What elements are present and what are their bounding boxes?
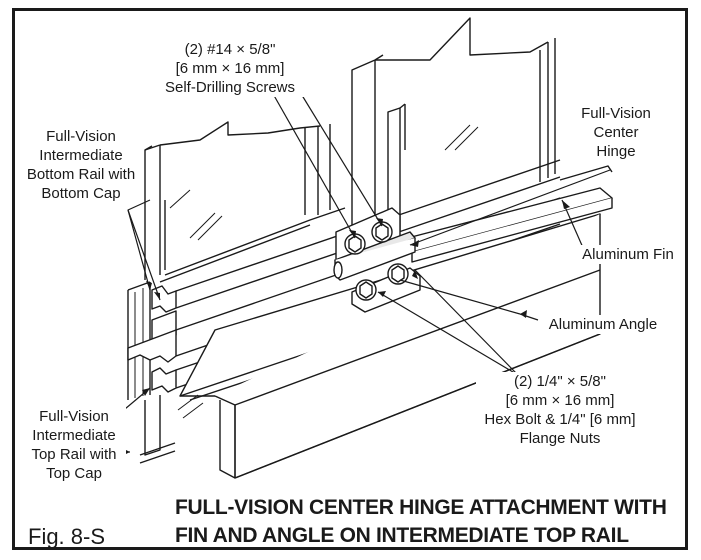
center-hinge-callout-line-2: Center xyxy=(593,124,639,141)
aluminum-fin xyxy=(399,165,613,263)
bottom-rail-callout: Full-Vision Intermediate Bottom Rail wit… xyxy=(20,127,142,203)
figure-number: Fig. 8-S xyxy=(28,524,106,549)
bottom-rail-callout-line-3: Bottom Rail with xyxy=(26,166,136,183)
center-hinge xyxy=(333,207,421,313)
bottom-rail-callout-line-2: Intermediate xyxy=(39,147,123,164)
left-door-panel xyxy=(144,121,346,283)
screws-callout: (2) #14 × 5/8" [6 mm × 16 mm] Self-Drill… xyxy=(150,40,310,97)
aluminum-angle-callout-line-1: Aluminum Angle xyxy=(548,316,658,333)
caption-line-2: FIN AND ANGLE ON INTERMEDIATE TOP RAIL xyxy=(175,524,629,547)
screws-callout-line-2: [6 mm × 16 mm] xyxy=(175,60,285,77)
aluminum-fin-callout-line-1: Aluminum Fin xyxy=(582,246,674,263)
bottom-rail-callout-line-1: Full-Vision xyxy=(46,128,116,145)
figure-border xyxy=(12,8,688,550)
leader-arrows xyxy=(122,200,570,456)
top-rail-callout-line-3: Top Rail with xyxy=(31,446,117,463)
screws-callout-line-3: Self-Drilling Screws xyxy=(164,79,296,96)
aluminum-angle xyxy=(179,213,601,479)
hex-bolt-callout-line-2: [6 mm × 16 mm] xyxy=(505,392,615,409)
center-hinge-callout-line-1: Full-Vision xyxy=(581,105,651,122)
center-hinge-callout: Full-Vision Center Hinge xyxy=(568,104,664,161)
top-rail-callout-line-2: Intermediate xyxy=(32,427,116,444)
top-rail-callout-line-4: Top Cap xyxy=(46,465,102,482)
aluminum-fin-callout: Aluminum Fin xyxy=(576,245,680,264)
center-hinge-callout-line-3: Hinge xyxy=(596,143,636,160)
bottom-rail-callout-line-4: Bottom Cap xyxy=(41,185,121,202)
hex-bolt-callout-line-4: Flange Nuts xyxy=(519,430,601,447)
hex-bolt-callout: (2) 1/4" × 5/8" [6 mm × 16 mm] Hex Bolt … xyxy=(476,372,644,448)
hex-bolt-callout-line-1: (2) 1/4" × 5/8" xyxy=(514,373,606,390)
leader-lines xyxy=(87,91,611,453)
aluminum-angle-callout: Aluminum Angle xyxy=(540,315,666,334)
screws-callout-line-1: (2) #14 × 5/8" xyxy=(184,41,276,58)
top-rail-callout-line-1: Full-Vision xyxy=(39,408,109,425)
hex-bolt-callout-line-3: Hex Bolt & 1/4" [6 mm] xyxy=(484,411,636,428)
top-rail-callout: Full-Vision Intermediate Top Rail with T… xyxy=(22,407,126,483)
caption-line-1: FULL-VISION CENTER HINGE ATTACHMENT WITH xyxy=(175,496,667,519)
right-door-panel xyxy=(351,17,556,235)
